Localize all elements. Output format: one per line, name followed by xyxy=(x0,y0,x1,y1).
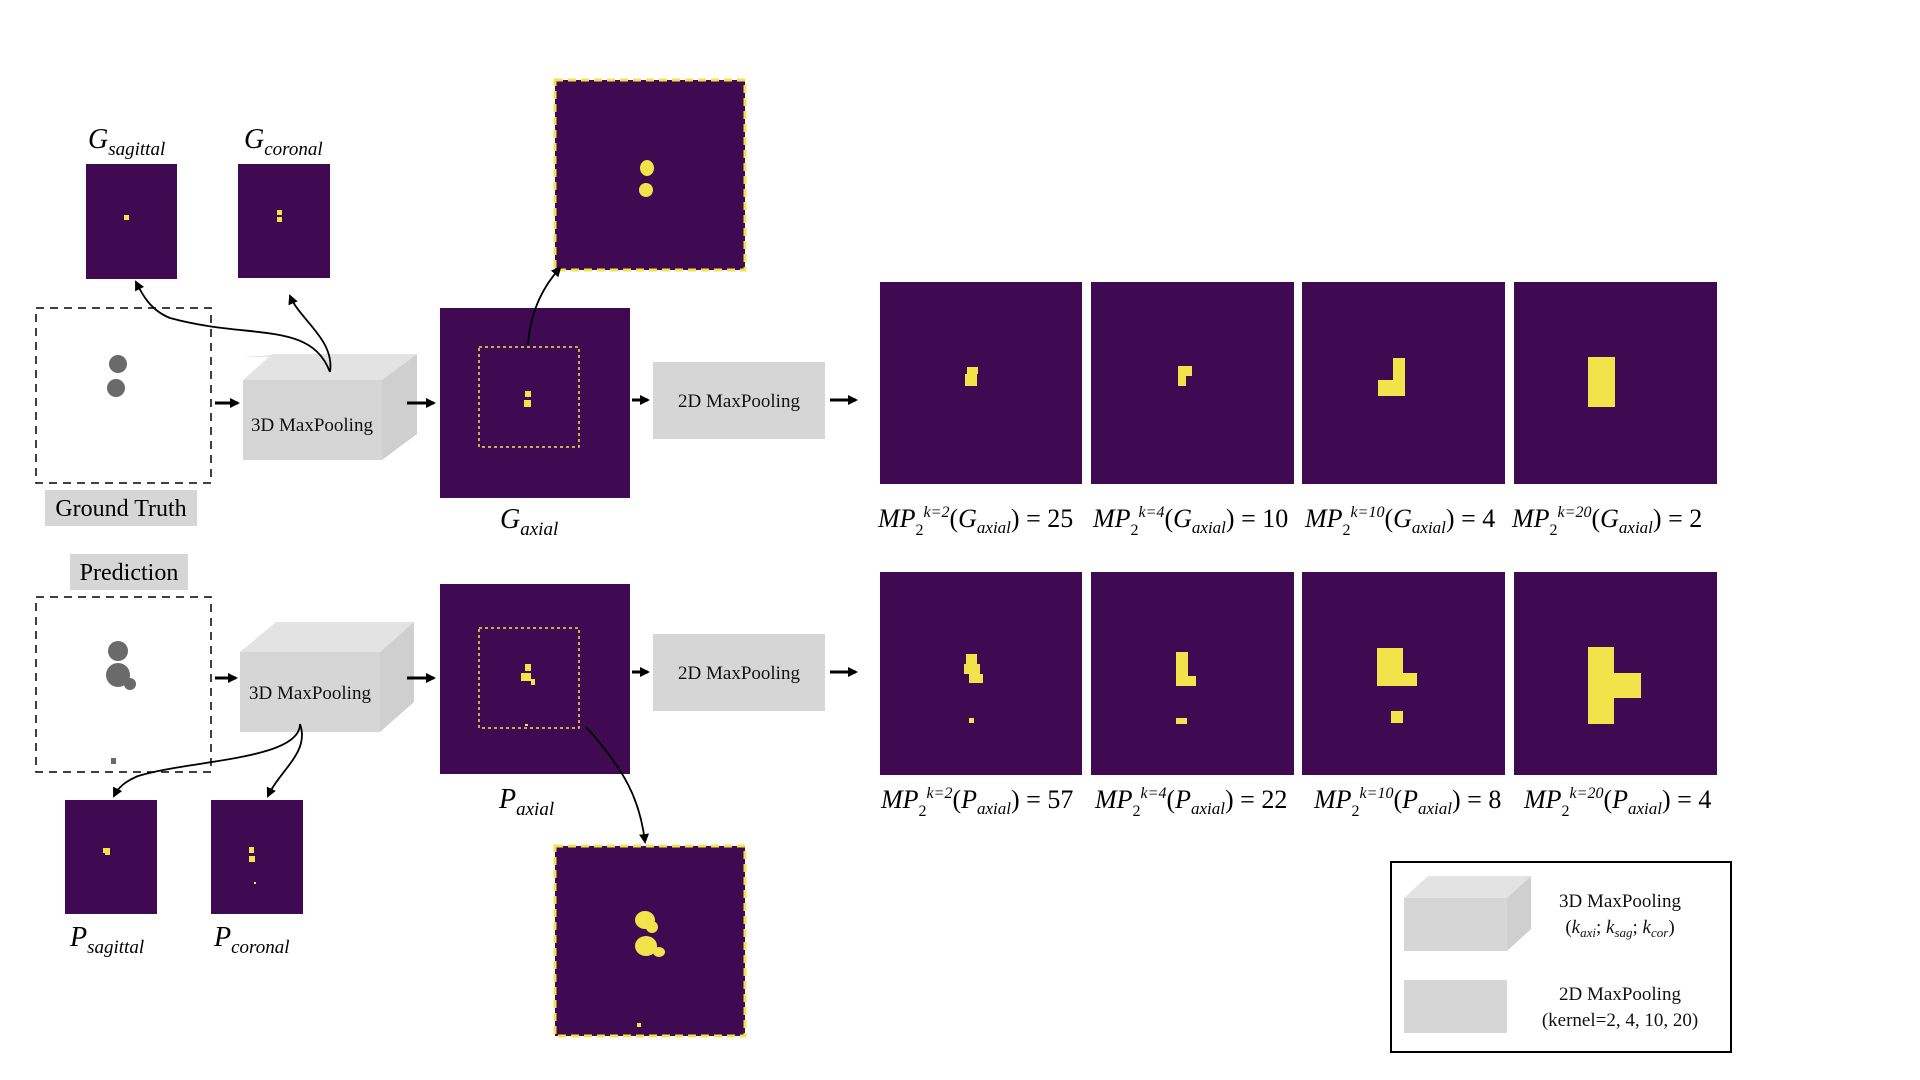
p-coronal-panel xyxy=(211,800,303,914)
g-eq-k20: MP2k=20(Gaxial) = 2 xyxy=(1511,504,1702,539)
g-result-k2 xyxy=(880,282,1082,484)
p-result-k20 xyxy=(1514,572,1717,775)
prediction-label: Prediction xyxy=(80,560,179,586)
legend: 3D MaxPooling (kaxi; ksag; kcor) 2D MaxP… xyxy=(1390,861,1732,1053)
p-sagittal-panel xyxy=(65,800,157,914)
g-equations: MP2k=2(Gaxial) = 25 MP2k=4(Gaxial) = 10 … xyxy=(877,504,1702,539)
p-eq-k2: MP2k=2(Paxial) = 57 xyxy=(880,785,1073,820)
legend-pool2d-title: 2D MaxPooling xyxy=(1559,984,1681,1005)
legend-pool2d-icon xyxy=(1404,980,1507,1033)
pool2d-box-top xyxy=(653,362,825,439)
legend-pool2d-params: (kernel=2, 4, 10, 20) xyxy=(1542,1010,1698,1031)
ground-truth-volume xyxy=(35,307,212,484)
pool2d-label-bottom: 2D MaxPooling xyxy=(678,663,800,684)
ground-truth-label-bg xyxy=(45,490,197,526)
pool3d-box-top xyxy=(243,354,417,460)
g-eq-k10: MP2k=10(Gaxial) = 4 xyxy=(1304,504,1495,539)
g-result-k10 xyxy=(1302,282,1505,484)
g-coronal-panel xyxy=(238,164,330,278)
p-eq-k4: MP2k=4(Paxial) = 22 xyxy=(1094,785,1287,820)
pool2d-box-bottom xyxy=(653,634,825,711)
p-coronal-label: Pcoronal xyxy=(213,922,290,958)
g-result-k20 xyxy=(1514,282,1717,484)
prediction-volume xyxy=(35,596,212,773)
g-axial-panel xyxy=(440,308,630,498)
g-coronal-label: Gcoronal xyxy=(244,124,323,160)
g-sagittal-label: Gsagittal xyxy=(88,124,165,160)
p-sagittal-label: Psagittal xyxy=(69,922,144,958)
g-eq-k2: MP2k=2(Gaxial) = 25 xyxy=(877,504,1073,539)
g-eq-k4: MP2k=4(Gaxial) = 10 xyxy=(1092,504,1288,539)
pool3d-label-top: 3D MaxPooling xyxy=(251,415,373,436)
legend-pool3d-title: 3D MaxPooling xyxy=(1559,891,1681,912)
p-result-k2 xyxy=(880,572,1082,775)
prediction-label-bg xyxy=(70,554,188,590)
p-result-k4 xyxy=(1091,572,1294,775)
p-result-k10 xyxy=(1302,572,1505,775)
g-result-k4 xyxy=(1091,282,1294,484)
pool3d-label-bottom: 3D MaxPooling xyxy=(249,683,371,704)
p-axial-label: Paxial xyxy=(498,784,554,820)
p-eq-k10: MP2k=10(Paxial) = 8 xyxy=(1313,785,1501,820)
top-arrows xyxy=(135,266,858,408)
pool2d-label-top: 2D MaxPooling xyxy=(678,391,800,412)
ground-truth-label: Ground Truth xyxy=(55,496,186,522)
legend-pool3d-icon xyxy=(1404,876,1531,951)
p-equations: MP2k=2(Paxial) = 57 MP2k=4(Paxial) = 22 … xyxy=(880,785,1711,820)
g-sagittal-panel xyxy=(86,164,177,279)
p-axial-zoom xyxy=(553,844,747,1038)
g-axial-label: Gaxial xyxy=(500,504,558,540)
pool3d-box-bottom xyxy=(240,622,414,732)
g-axial-zoom xyxy=(553,78,747,272)
bottom-arrows xyxy=(113,667,858,844)
p-eq-k20: MP2k=20(Paxial) = 4 xyxy=(1523,785,1711,820)
